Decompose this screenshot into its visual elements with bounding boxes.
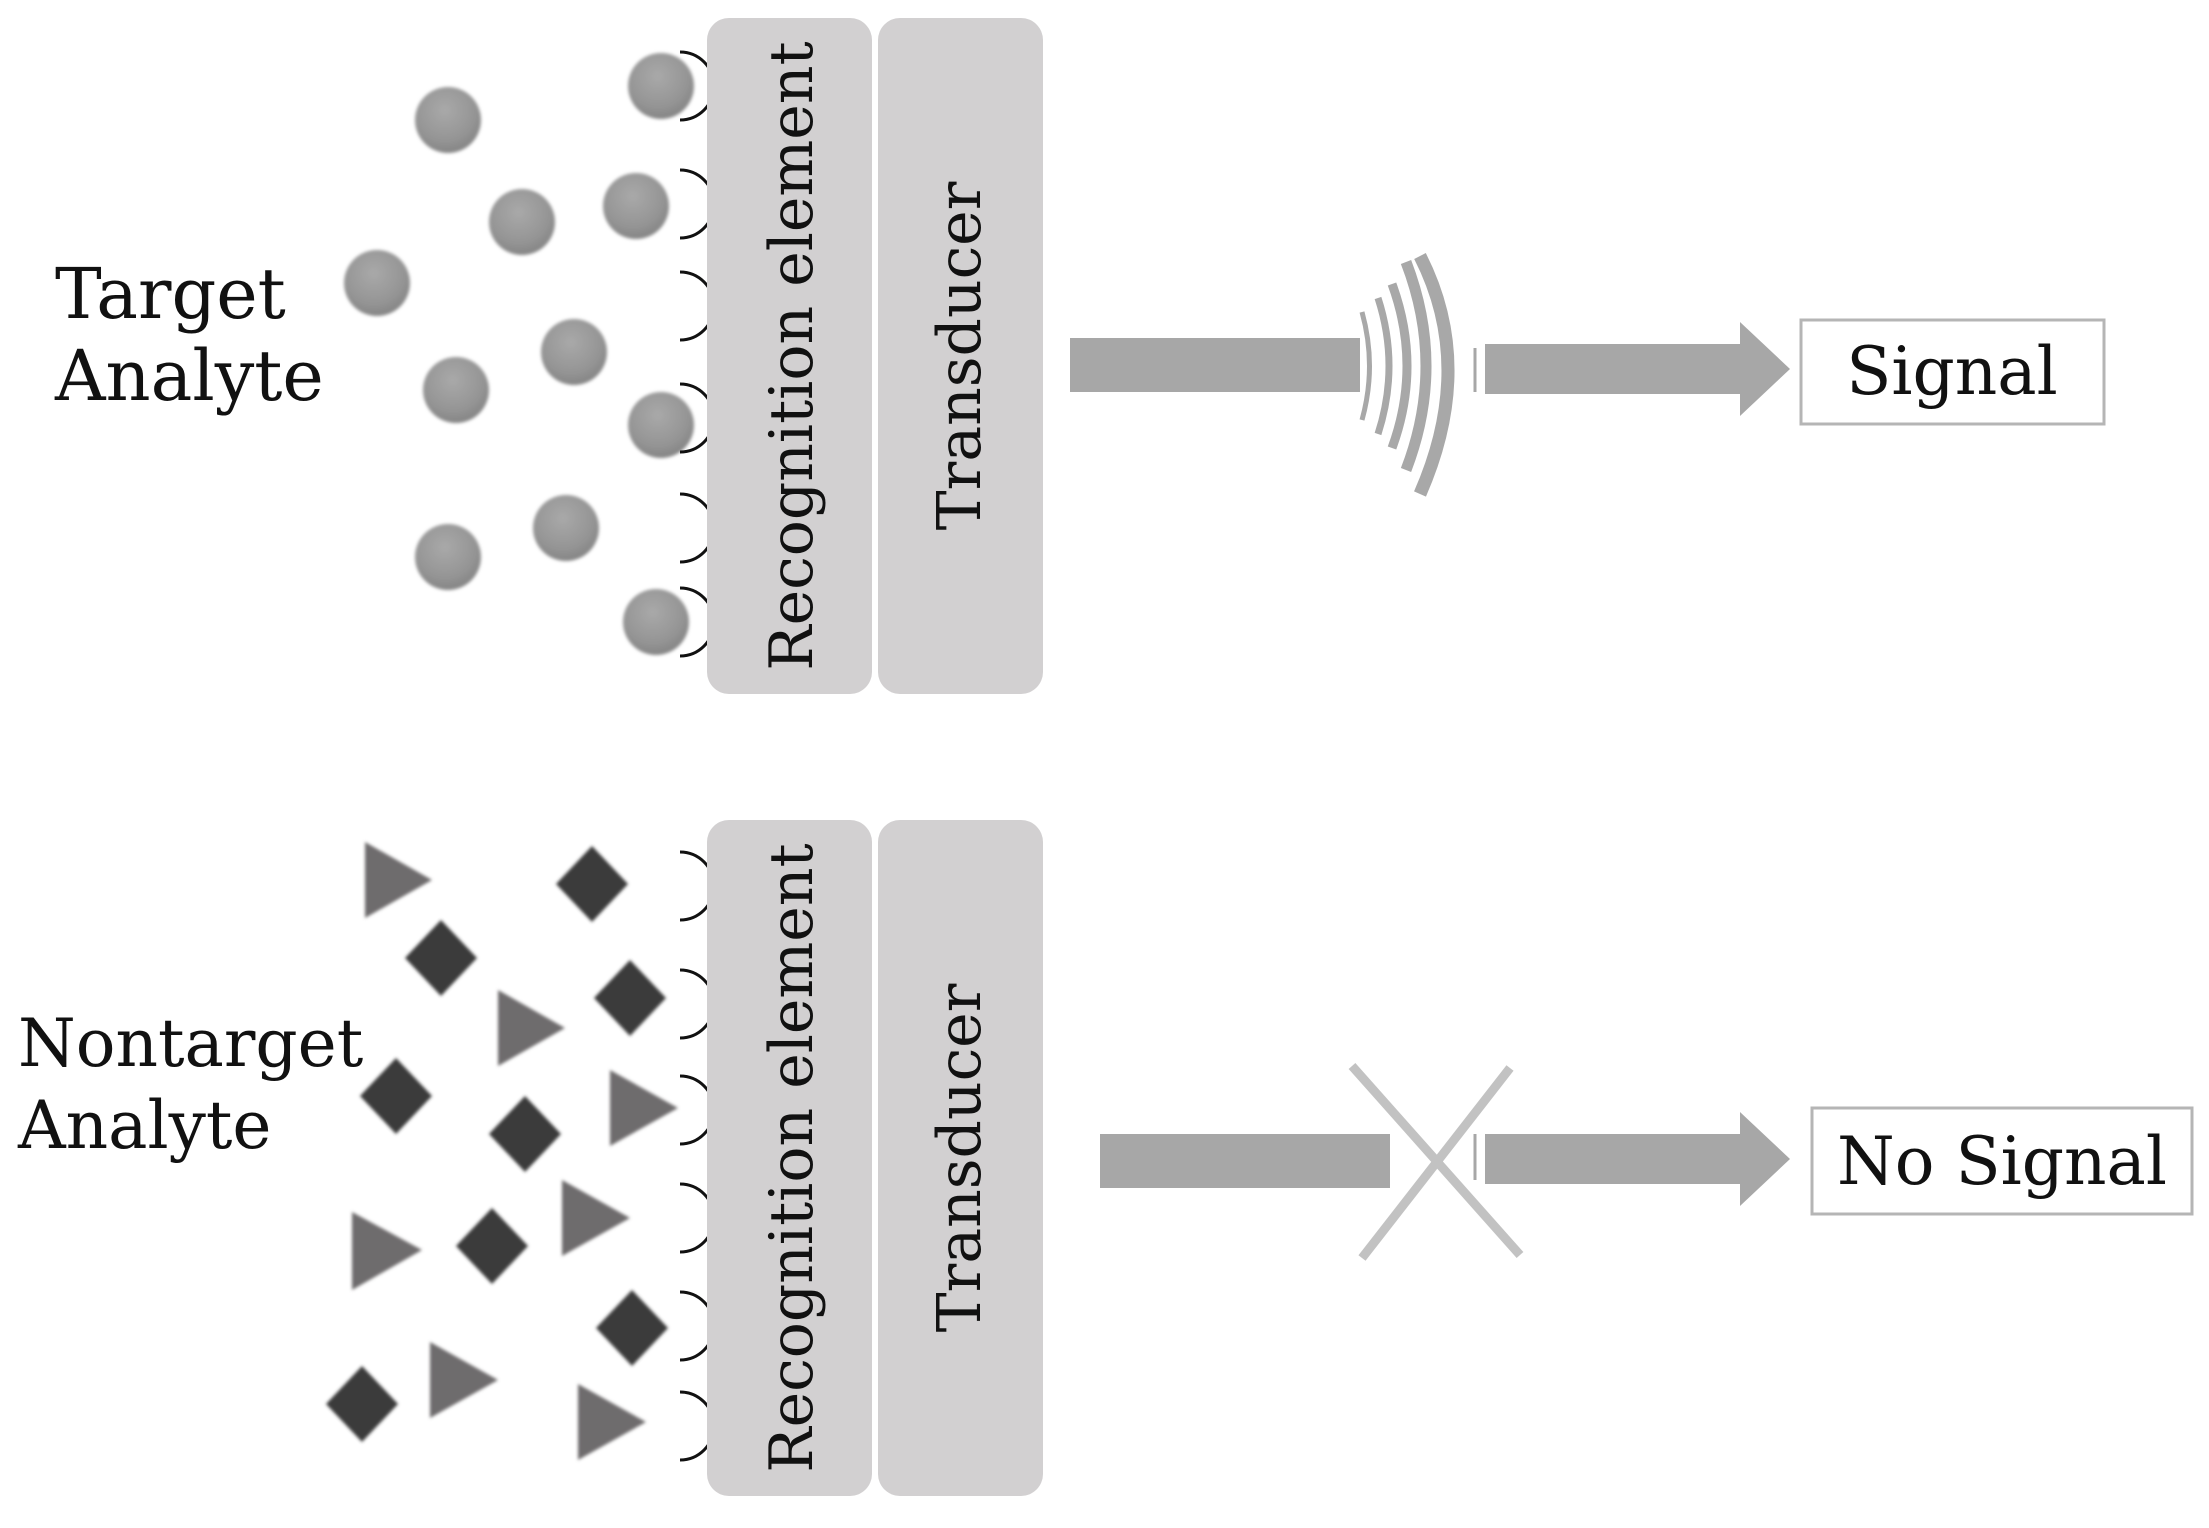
bottom-recognition-panel xyxy=(707,820,872,1496)
target-analyte-label: Target Analyte xyxy=(54,253,324,417)
analyte-circle xyxy=(623,589,689,655)
analyte-triangle xyxy=(498,990,565,1066)
signal-output-label: Signal xyxy=(1846,333,2058,410)
target-label-line1: Target xyxy=(55,253,286,335)
analyte-triangle xyxy=(610,1070,678,1146)
analyte-triangle xyxy=(578,1384,646,1460)
analyte-diamond xyxy=(489,1096,561,1172)
nontarget-triangles xyxy=(352,842,678,1460)
bottom-transducer-label: Transducer xyxy=(925,983,995,1332)
analyte-circle xyxy=(415,524,481,590)
signal-output-box xyxy=(1799,318,2106,426)
no-signal-output-box xyxy=(1810,1106,2194,1216)
analyte-diamond xyxy=(326,1366,398,1442)
analyte-triangle xyxy=(352,1212,422,1290)
target-label-line2: Analyte xyxy=(54,335,324,417)
top-arrowhead xyxy=(1740,322,1790,416)
nontarget-analyte-label: Nontarget Analyte xyxy=(17,1005,384,1164)
analyte-circle xyxy=(628,392,694,458)
analyte-triangle xyxy=(365,842,432,918)
analyte-circle xyxy=(489,189,555,255)
analyte-circle xyxy=(603,173,669,239)
no-signal-output-label: No Signal xyxy=(1837,1123,2167,1200)
top-recognition-label: Recognition element xyxy=(757,41,827,670)
analyte-circle xyxy=(415,87,481,153)
bottom-arrow-shaft-left xyxy=(1100,1134,1390,1188)
nontarget-label-line2: Analyte xyxy=(17,1087,272,1164)
analyte-diamond xyxy=(456,1208,528,1284)
nontarget-diamonds xyxy=(326,846,668,1442)
analyte-diamond xyxy=(594,960,666,1036)
bottom-arrow-shaft-right xyxy=(1485,1134,1745,1184)
top-section: Target Analyte Recognit xyxy=(54,18,2106,694)
target-analyte-circles xyxy=(344,53,694,655)
bottom-section: Nontarget Analyte xyxy=(17,820,2194,1496)
signal-wave-icon xyxy=(1359,253,1455,497)
analyte-diamond xyxy=(556,846,628,922)
analyte-triangle xyxy=(430,1342,498,1418)
analyte-circle xyxy=(628,53,694,119)
cross-icon xyxy=(1348,1063,1524,1261)
top-arrow-shaft-right xyxy=(1485,344,1745,394)
bottom-arrowhead xyxy=(1740,1112,1790,1206)
top-recognition-panel xyxy=(707,18,872,694)
analyte-circle xyxy=(533,495,599,561)
top-arrow-shaft-left xyxy=(1070,338,1360,392)
top-transducer-label: Transducer xyxy=(925,181,995,530)
bottom-recognition-label: Recognition element xyxy=(757,843,827,1472)
nontarget-label-line1: Nontarget xyxy=(18,1005,363,1082)
analyte-diamond xyxy=(405,920,477,996)
top-transducer-panel xyxy=(878,18,1043,694)
analyte-circle xyxy=(423,357,489,423)
analyte-diamond xyxy=(360,1058,432,1134)
analyte-circle xyxy=(344,250,410,316)
analyte-triangle xyxy=(562,1180,630,1256)
bottom-transducer-panel xyxy=(878,820,1043,1496)
analyte-diamond xyxy=(596,1290,668,1366)
analyte-circle xyxy=(541,319,607,385)
